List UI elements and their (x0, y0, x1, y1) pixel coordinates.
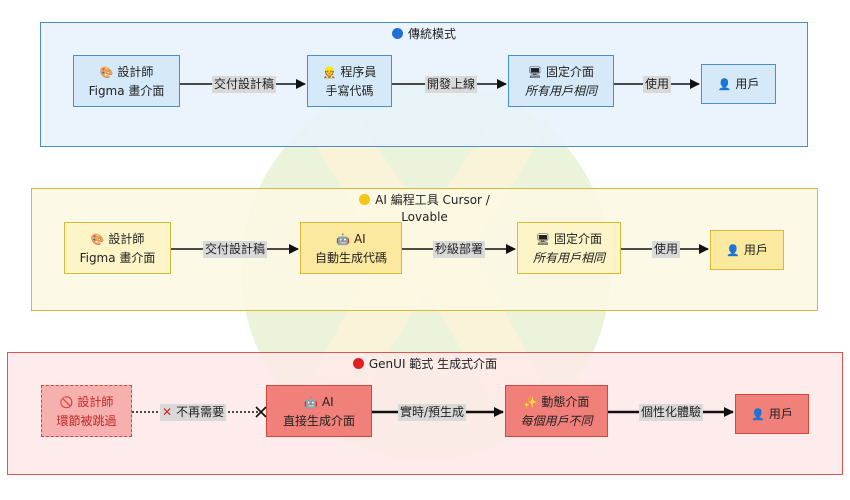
node-user-ai-tools: 👤用戶 (710, 230, 784, 270)
node-user-genui: 👤用戶 (735, 394, 809, 434)
monitor-icon: 🖥 (528, 65, 542, 79)
user-icon: 👤 (726, 243, 740, 257)
node-ai-codegen: 🤖AI 自動生成代碼 (300, 222, 402, 274)
edge-label-ai-3: 使用 (652, 241, 681, 258)
robot-icon: 🤖 (304, 395, 318, 409)
node-designer-traditional: 🎨設計師 Figma 畫介面 (73, 55, 180, 107)
user-icon: 👤 (751, 407, 765, 421)
edge-label-trad-1: 交付設計稿 (212, 76, 277, 93)
sparkles-icon: ✨ (523, 395, 538, 409)
lane-title-genui: GenUI 範式 生成式介面 (8, 356, 842, 372)
edge-cross-end (255, 406, 267, 418)
red-x-icon: ✕ (162, 405, 173, 419)
node-fixed-ui-ai-tools: 🖥固定介面 所有用戶相同 (517, 222, 621, 274)
edge-label-trad-2: 開發上線 (425, 76, 478, 93)
blue-circle-icon (391, 28, 403, 39)
programmer-icon: 👷 (322, 65, 337, 79)
palette-icon: 🎨 (90, 232, 105, 246)
user-icon: 👤 (717, 77, 732, 91)
monitor-icon: 🖥 (536, 232, 550, 246)
edge-label-trad-3: 使用 (643, 76, 672, 93)
yellow-circle-icon (359, 194, 371, 205)
robot-icon: 🤖 (336, 232, 350, 246)
node-user-traditional: 👤用戶 (701, 64, 776, 104)
lane-title-traditional: 傳統模式 (41, 26, 807, 42)
palette-icon: 🎨 (99, 65, 114, 79)
edge-label-genui-3: 個性化體驗 (639, 404, 704, 421)
edge-label-ai-2: 秒級部署 (433, 241, 486, 258)
prohibited-icon: 🚫 (59, 395, 74, 409)
node-designer-ai-tools: 🎨設計師 Figma 畫介面 (64, 222, 171, 274)
lane-title-ai-tools: AI 編程工具 Cursor / Lovable (32, 192, 817, 225)
node-dynamic-ui: ✨動態介面 每個用戶不同 (505, 385, 608, 437)
node-fixed-ui-traditional: 🖥固定介面 所有用戶相同 (508, 55, 614, 107)
edge-label-genui-2: 實時/預生成 (398, 404, 467, 421)
edge-label-ai-1: 交付設計稿 (203, 241, 268, 258)
node-ai-generate-ui: 🤖AI 直接生成介面 (266, 385, 372, 437)
edge-label-genui-1: ✕不再需要 (160, 404, 227, 421)
node-designer-skipped: 🚫設計師 環節被跳過 (41, 385, 132, 437)
red-circle-icon (352, 358, 364, 369)
node-programmer: 👷程序員 手寫代碼 (307, 55, 392, 107)
